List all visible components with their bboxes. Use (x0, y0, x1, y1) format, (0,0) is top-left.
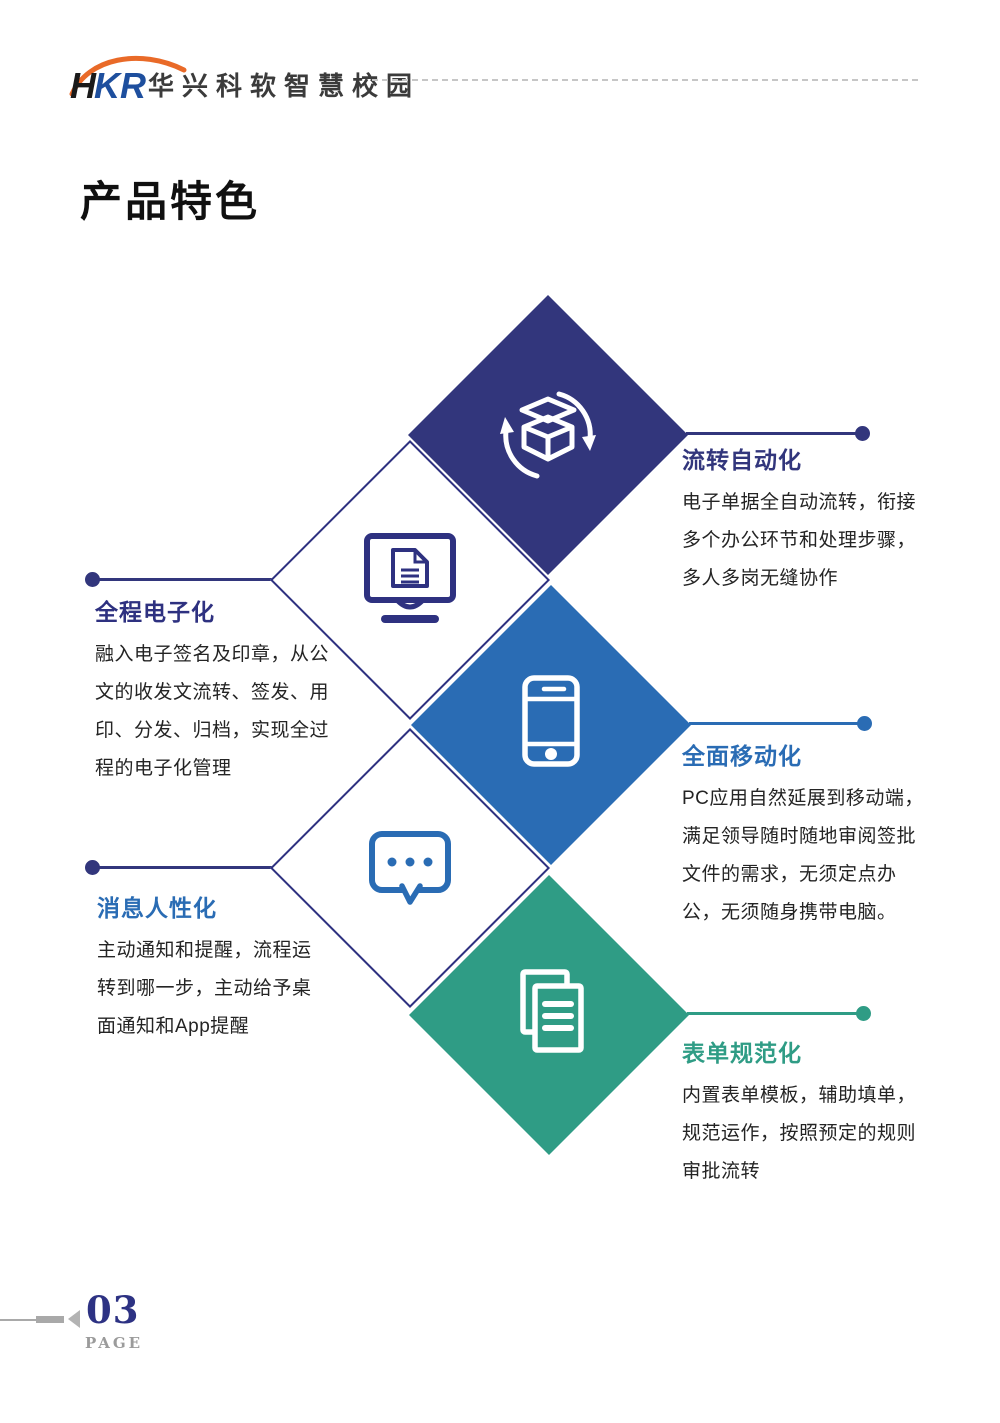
feature-line: 文的收发文流转、签发、用 (95, 682, 330, 703)
feature-automated-flow: 流转自动化 电子单据全自动流转，衔接 多个办公环节和处理步骤， 多人多岗无缝协作 (682, 446, 916, 598)
feature-line: 多人多岗无缝协作 (682, 568, 839, 589)
connector-line (686, 432, 862, 435)
feature-title: 流转自动化 (682, 447, 802, 473)
feature-title: 表单规范化 (682, 1040, 802, 1066)
feature-line: 文件的需求，无须定点办 (682, 864, 897, 885)
feature-fully-electronic: 全程电子化 融入电子签名及印章，从公 文的收发文流转、签发、用 印、分发、归档，… (95, 598, 329, 788)
connector-dot (855, 426, 870, 441)
smartphone-icon (522, 675, 580, 767)
feature-line: 主动通知和提醒，流程运 (97, 940, 312, 961)
hkr-logo: H KR (69, 55, 187, 106)
feature-title: 全程电子化 (95, 599, 215, 625)
feature-fully-mobile: 全面移动化 PC应用自然延展到移动端， 满足领导随时随地审阅签批 文件的需求，无… (682, 742, 924, 932)
feature-line: 印、分发、归档，实现全过 (95, 720, 330, 741)
feature-line: 电子单据全自动流转，衔接 (682, 492, 917, 513)
feature-line: 满足领导随时随地审阅签批 (682, 826, 917, 847)
feature-line: 转到哪一步，主动给予桌 (97, 978, 312, 999)
box-sync-icon (500, 391, 596, 479)
feature-line: 融入电子签名及印章，从公 (95, 644, 330, 665)
feature-line: 审批流转 (682, 1161, 761, 1182)
connector-dot (85, 572, 100, 587)
logo-letter-h: H (70, 65, 97, 106)
feature-line: PC应用自然延展到移动端， (682, 788, 924, 809)
monitor-document-icon (364, 533, 456, 623)
footer-line (0, 1319, 36, 1321)
page-number: 03 (86, 1288, 140, 1332)
page-title: 产品特色 (80, 178, 261, 225)
feature-line: 多个办公环节和处理步骤， (682, 530, 917, 551)
chat-bubble-icon (369, 831, 451, 905)
header-dashed-line (372, 79, 918, 81)
brand-text: 华兴科软智慧校园 (148, 71, 421, 101)
feature-standardized-forms: 表单规范化 内置表单模板，辅助填单， 规范运作，按照预定的规则 审批流转 (682, 1039, 916, 1191)
connector-dot (85, 860, 100, 875)
connector-dot (856, 1006, 871, 1021)
feature-line: 面通知和App提醒 (97, 1016, 250, 1037)
page-label: PAGE (85, 1334, 144, 1352)
feature-humanized-messages: 消息人性化 主动通知和提醒，流程运 转到哪一步，主动给予桌 面通知和App提醒 (97, 894, 312, 1046)
feature-title: 全面移动化 (682, 743, 802, 769)
logo-swoosh-icon (69, 55, 187, 97)
footer-arrow-icon (68, 1310, 80, 1328)
feature-line: 内置表单模板，辅助填单， (682, 1085, 917, 1106)
connector-dot (857, 716, 872, 731)
connector-line (689, 722, 864, 725)
feature-line: 公，无须随身携带电脑。 (682, 902, 897, 923)
connector-line (687, 1012, 862, 1015)
logo-letters-kr: KR (94, 65, 146, 106)
feature-title: 消息人性化 (97, 895, 217, 921)
connector-line (92, 866, 272, 869)
feature-line: 程的电子化管理 (95, 758, 232, 779)
footer-bar (36, 1316, 64, 1323)
connector-line (92, 578, 272, 581)
documents-icon (520, 969, 584, 1053)
feature-line: 规范运作，按照预定的规则 (682, 1123, 917, 1144)
